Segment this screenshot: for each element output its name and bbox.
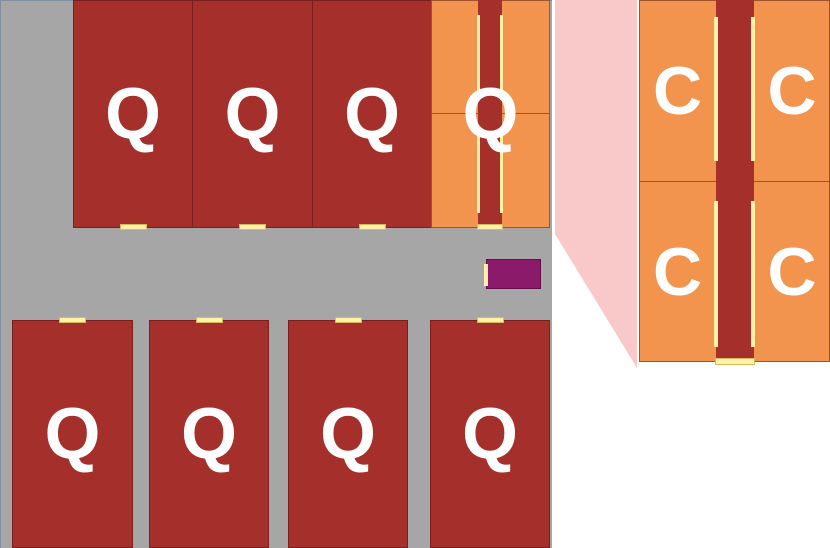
marker-tab [484, 264, 488, 286]
cell-label: C [767, 234, 817, 310]
inset-door[interactable] [715, 358, 755, 365]
rail-right-upper [500, 15, 503, 100]
inset-rail-left-lower [714, 201, 718, 347]
room-top-1[interactable]: Q [73, 0, 193, 228]
room-label: Q [44, 394, 101, 474]
cell-label: C [652, 234, 703, 310]
inset-cell-bottom-left[interactable]: C [639, 182, 716, 362]
door[interactable] [196, 317, 223, 323]
room-label: Q [224, 74, 281, 154]
inset-cell-top-left[interactable]: C [639, 0, 716, 181]
inset-rail-right-upper [751, 17, 755, 161]
room-label: Q [343, 74, 400, 154]
room-label: Q [180, 394, 237, 474]
rail-right-lower [500, 128, 503, 213]
inset-cell-top-right[interactable]: C [754, 0, 830, 181]
inset-cell-bottom-right[interactable]: C [754, 182, 830, 362]
room-label: Q [462, 74, 519, 154]
zoom-connector [555, 0, 637, 368]
room-label: Q [104, 74, 161, 154]
rail-left-lower [477, 128, 480, 213]
room-top-3[interactable]: Q [312, 0, 432, 228]
room-bottom-1[interactable]: Q [12, 320, 133, 548]
door[interactable] [59, 317, 86, 323]
door[interactable] [335, 317, 362, 323]
door[interactable] [477, 224, 503, 230]
room-bottom-4[interactable]: Q [430, 320, 550, 548]
door[interactable] [477, 317, 504, 323]
door[interactable] [359, 224, 386, 230]
cell-label: C [652, 52, 703, 129]
door[interactable] [239, 224, 266, 230]
room-inner-corridor [478, 0, 502, 228]
inset-rail-right-lower [751, 201, 755, 347]
inset-corridor [716, 0, 754, 362]
location-marker[interactable] [486, 259, 541, 289]
room-bottom-2[interactable]: Q [149, 320, 269, 548]
room-top-2[interactable]: Q [192, 0, 313, 228]
inset-rail-left-upper [714, 17, 718, 161]
room-label: Q [461, 394, 518, 474]
cell-label: C [767, 52, 817, 129]
rail-left-upper [477, 15, 480, 100]
door[interactable] [120, 224, 147, 230]
room-label: Q [319, 394, 376, 474]
room-top-4-label-wrap: Q [431, 0, 550, 228]
room-bottom-3[interactable]: Q [288, 320, 408, 548]
